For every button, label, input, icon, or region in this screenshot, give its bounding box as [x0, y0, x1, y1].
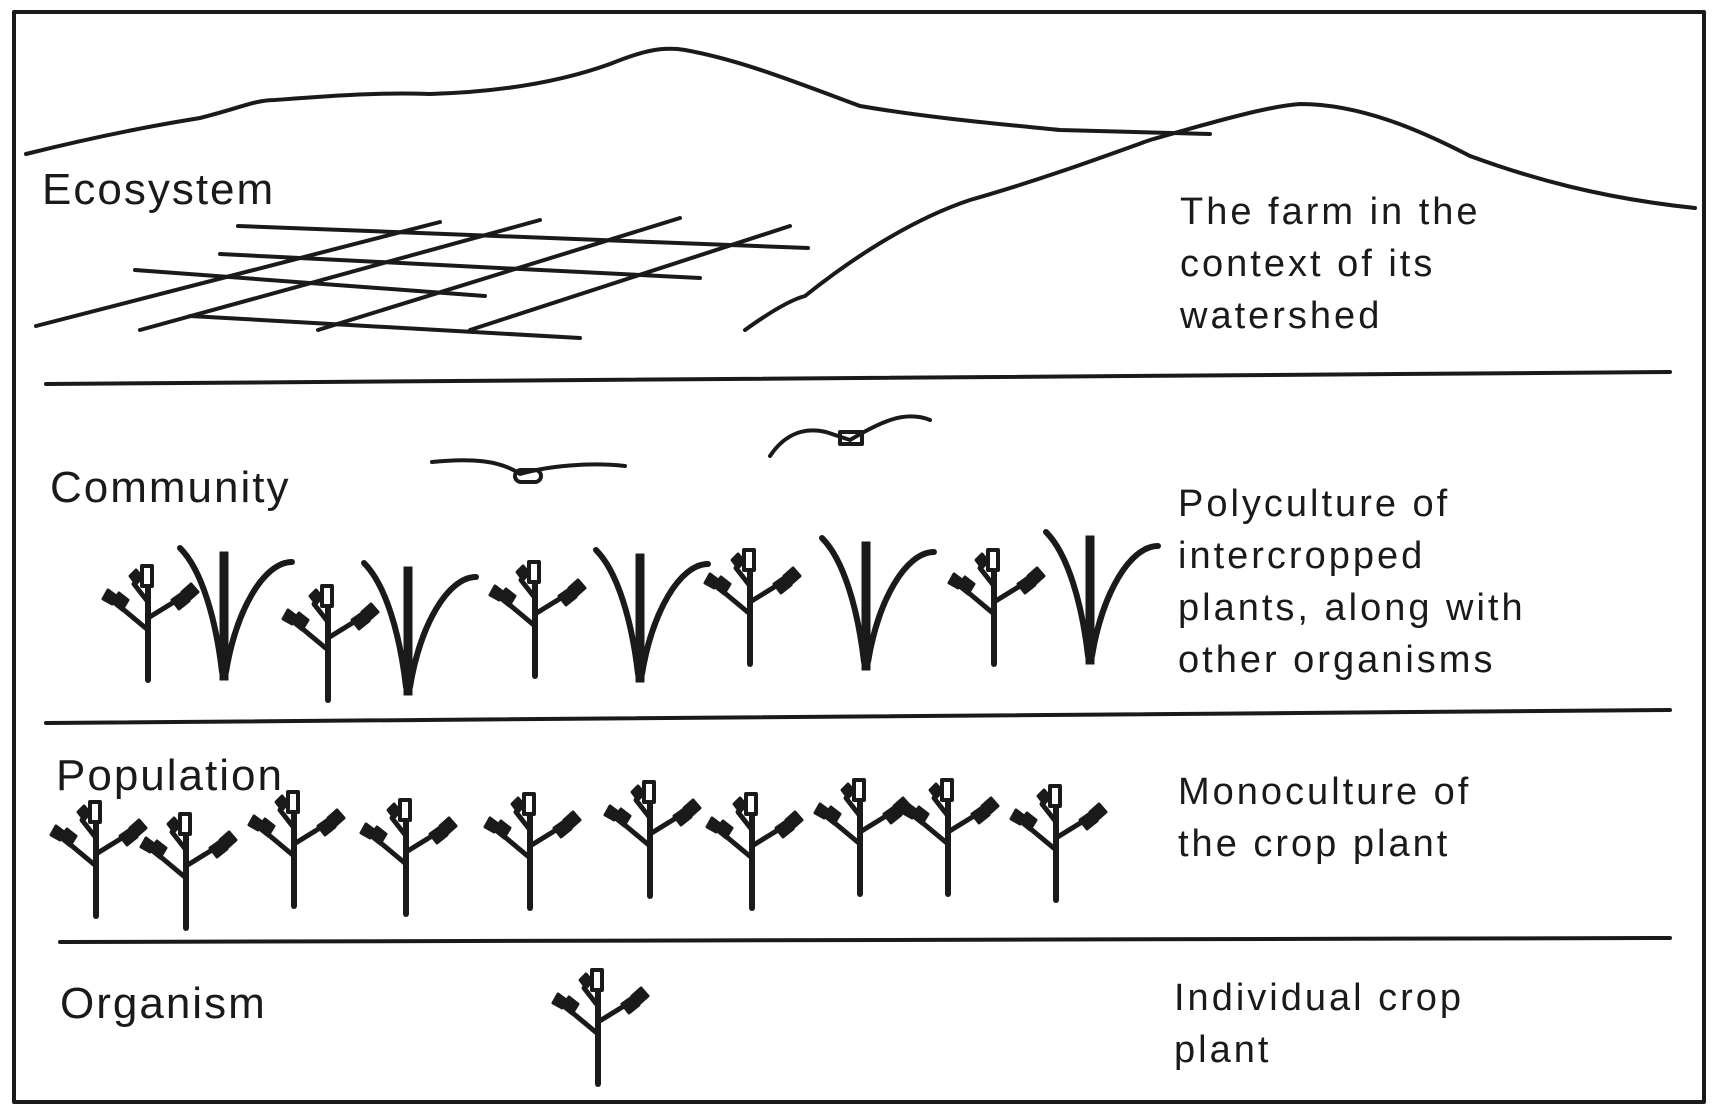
bird-icon — [770, 416, 930, 456]
level-name-community: Community — [50, 466, 291, 510]
grass-plant-icon — [822, 538, 934, 670]
crop-plant-icon — [490, 562, 585, 676]
level-name-population: Population — [56, 754, 284, 798]
description-line: context of its — [1180, 238, 1481, 290]
crop-plant-icon — [705, 550, 800, 664]
description-line: the crop plant — [1178, 818, 1471, 870]
grass-plant-icon — [180, 548, 292, 680]
level-description-organism: Individual crop plant — [1174, 972, 1464, 1076]
description-line: intercropped — [1178, 530, 1526, 582]
description-line: The farm in the — [1180, 186, 1481, 238]
population-crop-plants — [51, 780, 1106, 928]
crop-plant-icon — [553, 970, 648, 1084]
organism-crop-plant — [553, 970, 648, 1084]
crop-plant-icon — [903, 780, 998, 894]
grass-plant-icon — [364, 563, 476, 695]
crop-plant-icon — [707, 794, 802, 908]
level-description-community: Polyculture of intercropped plants, alon… — [1178, 478, 1526, 686]
crop-plant-icon — [605, 782, 700, 896]
bird-icon — [432, 460, 625, 482]
crop-plant-icon — [283, 586, 378, 700]
grass-plant-icon — [596, 550, 708, 682]
crop-plant-icon — [485, 794, 580, 908]
description-line: Monoculture of — [1178, 766, 1471, 818]
crop-plant-icon — [815, 780, 910, 894]
level-name-ecosystem: Ecosystem — [42, 168, 275, 212]
crop-plant-icon — [249, 792, 344, 906]
crop-plant-icon — [361, 800, 456, 914]
crop-plant-icon — [949, 550, 1044, 664]
description-line: plants, along with — [1178, 582, 1526, 634]
description-line: Polyculture of — [1178, 478, 1526, 530]
crop-plant-icon — [141, 814, 236, 928]
crop-plant-icon — [1011, 786, 1106, 900]
description-line: plant — [1174, 1024, 1464, 1076]
level-name-organism: Organism — [60, 982, 267, 1026]
level-description-population: Monoculture of the crop plant — [1178, 766, 1471, 870]
description-line: other organisms — [1178, 634, 1526, 686]
description-line: watershed — [1180, 290, 1481, 342]
crop-plant-icon — [103, 566, 198, 680]
crop-plant-icon — [51, 802, 146, 916]
grass-plant-icon — [1046, 532, 1158, 664]
description-line: Individual crop — [1174, 972, 1464, 1024]
field-grid-icon — [36, 218, 808, 338]
level-description-ecosystem: The farm in the context of its watershed — [1180, 186, 1481, 342]
